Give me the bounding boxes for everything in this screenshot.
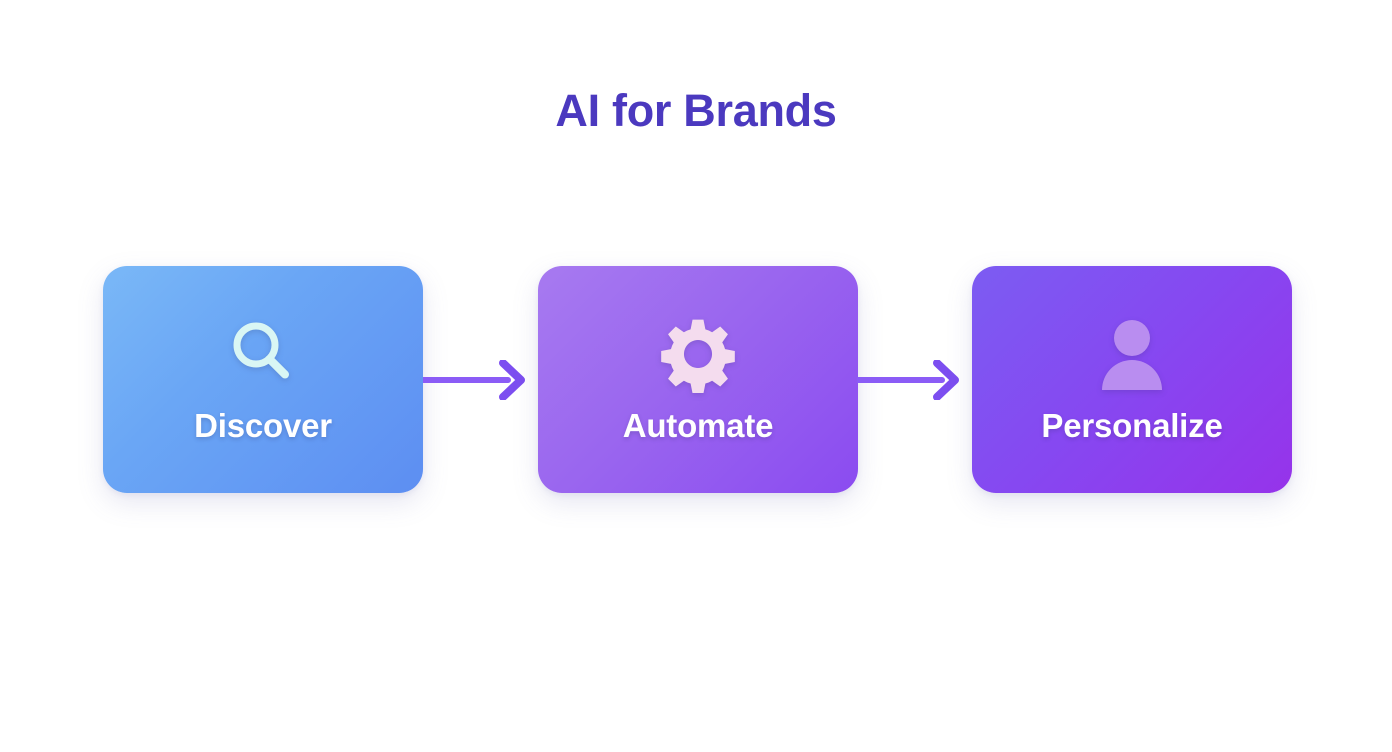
magnifier-icon <box>224 315 302 393</box>
process-flow: Discover Automate <box>103 266 1293 493</box>
flow-step-discover[interactable]: Discover <box>103 266 423 493</box>
flow-step-label: Discover <box>194 406 332 444</box>
flow-step-label: Automate <box>622 406 774 444</box>
arrow-right-icon-1 <box>420 359 538 401</box>
person-icon <box>1093 315 1171 393</box>
gear-icon <box>659 315 737 393</box>
flow-step-automate[interactable]: Automate <box>538 266 858 493</box>
arrow-right-icon-2 <box>854 359 972 401</box>
flow-step-label: Personalize <box>1041 406 1223 444</box>
page-title: AI for Brands <box>555 85 837 136</box>
flow-step-personalize[interactable]: Personalize <box>972 266 1292 493</box>
